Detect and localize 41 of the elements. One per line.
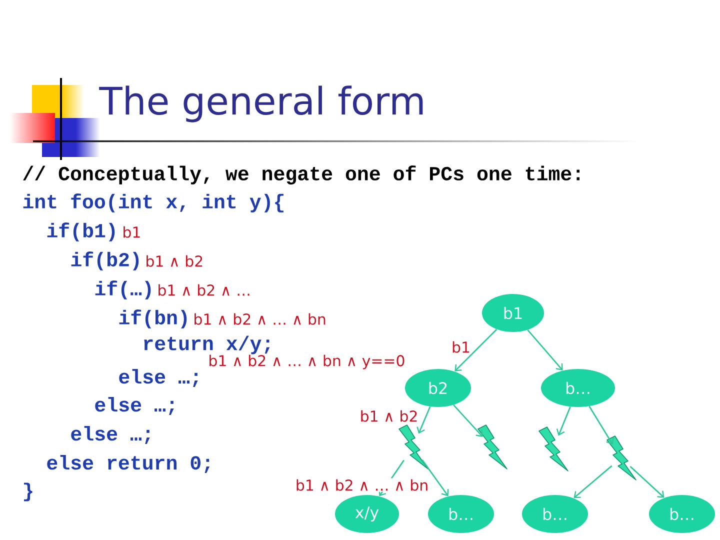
arrow [630,466,664,498]
code-line: } [24,482,32,502]
lightning-bolt [398,424,428,470]
lightning-bolt [478,424,508,470]
lightning-bolt [538,426,568,472]
arrow [588,406,614,445]
tree-node: b2 [405,369,471,407]
arrow [574,465,612,498]
code-comment: // Conceptually, we negate one of PCs one time: [23,166,580,184]
code-line: if(b2) [71,252,139,270]
path-condition: b1 ∧ b2 ∧ … ∧ bn [194,313,326,325]
edge-label: b1 ∧ b2 ∧ … ∧ bn [294,478,430,492]
arrow [453,404,483,437]
code-line: if(…) [95,280,151,300]
code-line: else …; [95,397,174,415]
tree-node: b… [428,495,494,533]
tree-node: b1 [482,294,544,332]
code-line: if(bn) [119,310,187,328]
path-condition: b1 ∧ b2 ∧ … ∧ bn ∧ y==0 [210,354,404,370]
slide-title: The general form [99,86,423,122]
arrow [454,328,498,372]
code-line: if(b1) [47,222,115,242]
code-line: else …; [71,426,150,444]
code-line: else return 0; [47,455,210,473]
tree-node: x/y [335,495,399,533]
code-line: int foo(int x, int y){ [23,194,284,212]
edge-label: b1 ∧ b2 [358,409,420,423]
tree-node: b… [522,495,588,533]
tree-node: b… [649,495,715,533]
path-condition: b1 ∧ b2 [146,255,202,267]
code-line: return x/y; [144,336,270,354]
edge-label: b1 [450,340,472,354]
arrow [556,406,571,436]
arrow [527,329,563,370]
path-condition: b1 [124,226,140,238]
tree-node: b… [541,369,615,407]
path-condition: b1 ∧ b2 ∧ … [158,284,250,296]
lightning-bolt [606,436,636,480]
code-line: else …; [119,369,198,387]
arrow [416,406,431,434]
arrow [422,459,449,496]
